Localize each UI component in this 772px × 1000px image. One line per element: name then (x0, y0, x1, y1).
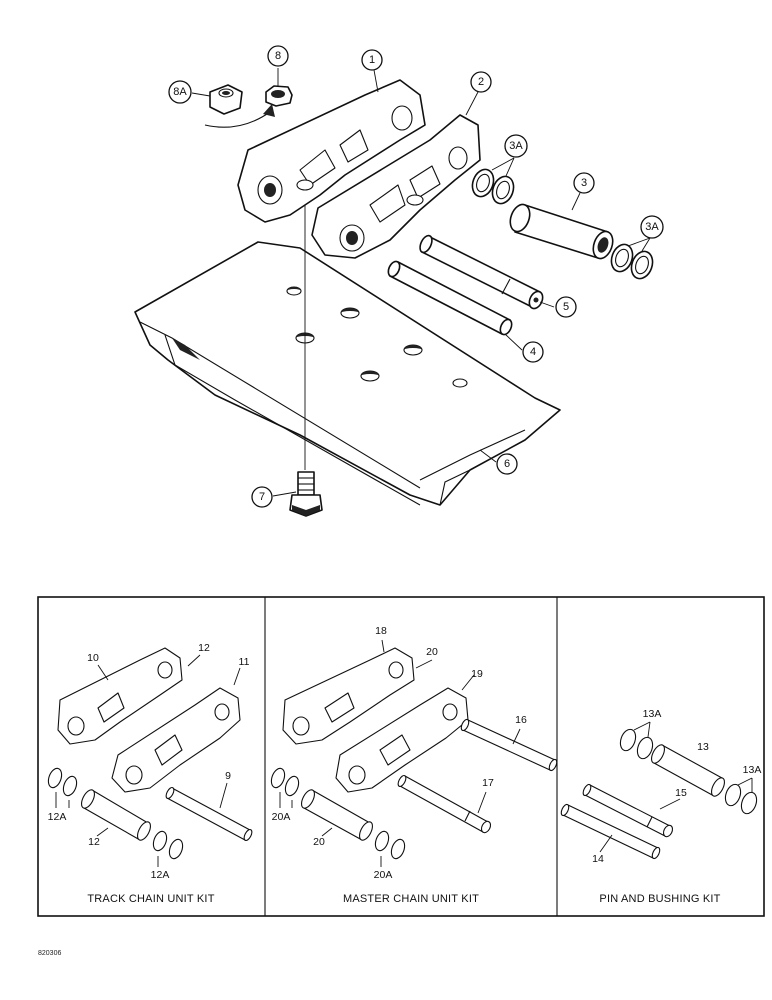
callout-3: 3 (573, 172, 595, 194)
kit1-label-12a-right: 12A (151, 869, 170, 881)
kit1-label-9: 9 (225, 770, 231, 782)
kit3-pin-14 (560, 803, 661, 860)
callout-8-label: 8 (275, 50, 281, 62)
track-link-left (237, 79, 426, 223)
callout-8a: 8A (168, 80, 192, 104)
kit3-seals-right (724, 783, 758, 815)
bushing (509, 203, 614, 260)
seals-3a (471, 168, 654, 280)
callout-4: 4 (522, 341, 544, 363)
callout-7: 7 (251, 486, 273, 508)
kit3-seals-left (619, 728, 654, 760)
kit2-leaders (279, 639, 521, 867)
kit3-label-14: 14 (592, 853, 604, 865)
kit1-label-10: 10 (87, 652, 99, 664)
kit2-label-19: 19 (471, 668, 483, 680)
kit3-caption: PIN AND BUSHING KIT (599, 893, 720, 905)
kit2-label-16: 16 (515, 714, 527, 726)
kit2-pin-17 (397, 774, 492, 834)
kit1-seals (47, 767, 184, 860)
kit1-link-left (57, 647, 183, 745)
kit2-pin-16 (460, 718, 558, 772)
main-diagram: 1 2 3 3A 3A 4 5 6 (134, 45, 664, 517)
pin-and-bushing-kit-panel: 13A 13 13A 15 14 PIN AND BUSHING KIT (560, 708, 762, 905)
kit1-label-12a-left: 12A (48, 811, 67, 823)
track-shoe (134, 241, 561, 506)
kit3-label-13a-right: 13A (743, 764, 762, 776)
kit3-leaders (599, 721, 753, 853)
callout-2-label: 2 (478, 76, 484, 88)
kit2-label-17: 17 (482, 777, 494, 789)
callout-6: 6 (496, 453, 518, 475)
kit1-pin (165, 786, 253, 842)
callout-3a-left-label: 3A (509, 140, 523, 152)
kit1-caption: TRACK CHAIN UNIT KIT (87, 893, 214, 905)
master-pin (419, 234, 544, 310)
callout-3-label: 3 (581, 177, 587, 189)
kit2-caption: MASTER CHAIN UNIT KIT (343, 893, 479, 905)
kit1-label-12-bushing: 12 (88, 836, 100, 848)
drawing-code: 820306 (38, 950, 61, 957)
pin (387, 260, 513, 336)
kit2-label-20a-right: 20A (374, 869, 393, 881)
square-nut (209, 84, 243, 115)
kit3-label-13: 13 (697, 741, 709, 753)
callout-2: 2 (470, 71, 492, 93)
callout-5-label: 5 (563, 301, 569, 313)
kit-panels-frame (37, 596, 765, 917)
kit-panels: 10 12 11 9 12A 12 12A TRACK CHAIN UNIT K… (37, 596, 765, 917)
replacement-arrow (204, 104, 275, 128)
kit2-label-18: 18 (375, 625, 387, 637)
callout-6-label: 6 (504, 458, 510, 470)
kit2-label-20a-left: 20A (272, 811, 291, 823)
kit2-link-left (282, 647, 415, 745)
track-link-right (311, 114, 481, 259)
kit3-label-15: 15 (675, 787, 687, 799)
track-chain-unit-kit-panel: 10 12 11 9 12A 12 12A TRACK CHAIN UNIT K… (47, 642, 253, 905)
kit2-bushing (301, 789, 373, 841)
callout-4-label: 4 (530, 346, 536, 358)
kit1-label-11: 11 (239, 656, 250, 668)
callout-3a-right-label: 3A (645, 221, 659, 233)
callout-8: 8 (267, 45, 289, 67)
callout-7-label: 7 (259, 491, 265, 503)
callout-5: 5 (555, 296, 577, 318)
kit3-pin-15 (582, 783, 674, 838)
kit3-bushing (651, 744, 725, 797)
kit3-label-13a-left: 13A (643, 708, 662, 720)
kit2-seals (270, 767, 406, 860)
master-chain-unit-kit-panel: 18 20 19 16 17 20A 20 20A MASTER CHAIN U… (270, 625, 558, 905)
callout-3a-right: 3A (640, 215, 664, 239)
track-nut (265, 85, 293, 107)
kit1-leaders (55, 654, 241, 867)
shoe-bolt (289, 471, 323, 517)
kit2-label-20-top: 20 (426, 646, 438, 658)
callout-1: 1 (361, 49, 383, 71)
kit1-link-right (111, 687, 241, 793)
main-leaders (191, 68, 651, 497)
kit2-link-right (335, 687, 469, 793)
kit1-bushing (81, 789, 151, 841)
kit2-label-20-bushing: 20 (313, 836, 325, 848)
kit1-label-12-top: 12 (198, 642, 210, 654)
callout-8a-label: 8A (173, 86, 187, 98)
callout-3a-left: 3A (504, 134, 528, 158)
callout-1-label: 1 (369, 54, 375, 66)
